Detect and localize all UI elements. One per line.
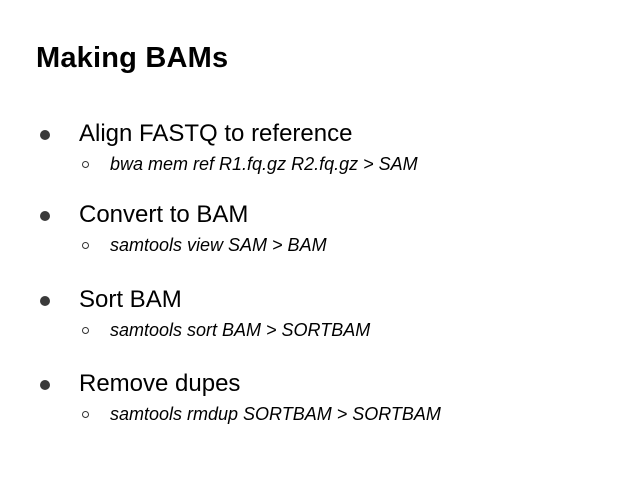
slide-title: Making BAMs bbox=[36, 42, 229, 74]
hollow-circle-icon bbox=[82, 242, 89, 249]
bullet-dot-icon bbox=[40, 296, 50, 306]
hollow-circle-icon bbox=[82, 161, 89, 168]
sub-bullet-item: samtools sort BAM > SORTBAM bbox=[0, 318, 638, 344]
bullet-dot-icon bbox=[40, 130, 50, 140]
hollow-circle-icon bbox=[82, 327, 89, 334]
bullet-dot-icon bbox=[40, 380, 50, 390]
bullet-dot-icon bbox=[40, 211, 50, 221]
sub-bullet-text: bwa mem ref R1.fq.gz R2.fq.gz > SAM bbox=[110, 154, 418, 174]
bullet-text: Remove dupes bbox=[79, 370, 241, 397]
bullet-text: Align FASTQ to reference bbox=[79, 120, 353, 147]
hollow-circle-icon bbox=[82, 411, 89, 418]
sub-bullet-item: samtools rmdup SORTBAM > SORTBAM bbox=[0, 402, 638, 428]
sub-bullet-text: samtools view SAM > BAM bbox=[110, 235, 327, 255]
bullet-text: Convert to BAM bbox=[79, 201, 249, 228]
bullet-text: Sort BAM bbox=[79, 286, 182, 313]
sub-bullet-text: samtools sort BAM > SORTBAM bbox=[110, 320, 371, 340]
sub-bullet-item: bwa mem ref R1.fq.gz R2.fq.gz > SAM bbox=[0, 152, 638, 178]
sub-bullet-item: samtools view SAM > BAM bbox=[0, 233, 638, 259]
sub-bullet-text: samtools rmdup SORTBAM > SORTBAM bbox=[110, 404, 441, 424]
